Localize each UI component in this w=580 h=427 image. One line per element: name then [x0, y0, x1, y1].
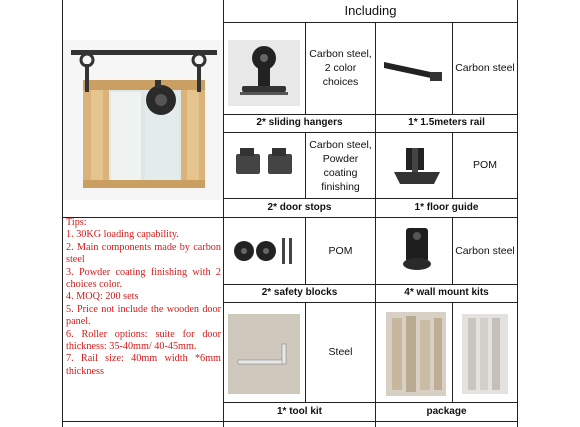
grid-line	[62, 421, 518, 422]
rail-photo	[380, 48, 448, 92]
tip-item: 3. Powder coating finishing with 2 choic…	[66, 266, 221, 291]
tip-item: 6. Roller options: suite for door thickn…	[66, 328, 221, 353]
grid-line	[223, 132, 518, 133]
item-caption: 2* safety blocks	[261, 287, 338, 298]
grid-line	[305, 22, 306, 114]
tip-item: 2. Main components made by carbon steel	[66, 241, 221, 266]
material-text: Carbon steel	[455, 245, 515, 257]
grid-line	[223, 198, 518, 199]
material-text: POM	[328, 245, 353, 257]
grid-line	[305, 218, 306, 284]
grid-line	[452, 218, 453, 284]
tips-heading: Tips:	[66, 217, 87, 228]
grid-line	[517, 0, 518, 427]
package-photo	[386, 312, 446, 396]
grid-line	[305, 302, 306, 402]
door-stop-photo	[234, 144, 298, 178]
tip-item: 4. MOQ: 200 sets	[66, 291, 139, 303]
grid-line	[223, 284, 518, 285]
tip-item: 5. Price not include the wooden door pan…	[66, 303, 221, 328]
grid-line	[223, 0, 224, 427]
package-photo	[462, 314, 508, 394]
safety-block-photo	[232, 234, 298, 268]
tip-item: 7. Rail size: 40mm width *6mm thickness	[66, 353, 221, 377]
grid-line	[375, 22, 376, 427]
item-caption: 2* door stops	[267, 201, 332, 213]
wall-mount-kit-photo	[388, 226, 446, 274]
material-text: Steel	[328, 346, 353, 358]
tool-kit-photo	[228, 314, 300, 394]
item-caption: package	[426, 405, 467, 417]
grid-line	[62, 217, 518, 218]
item-caption: 1* tool kit	[276, 405, 322, 417]
grid-line	[452, 132, 453, 198]
grid-line	[223, 302, 518, 303]
grid-line	[62, 0, 63, 427]
material-text: Carbon steel	[455, 62, 515, 74]
tips-list: Tips: 1. 30KG loading capability. 2. Mai…	[66, 217, 221, 378]
item-caption: 1* 1.5meters rail	[408, 117, 485, 128]
tip-item: 1. 30KG loading capability.	[66, 229, 179, 241]
grid-line	[305, 132, 306, 198]
grid-line	[223, 114, 518, 115]
item-caption: 1* floor guide	[414, 201, 479, 213]
grid-line	[452, 302, 453, 402]
barn-door-photo	[63, 40, 223, 200]
grid-line	[223, 22, 518, 23]
grid-line	[452, 22, 453, 114]
page-title: Including	[344, 3, 397, 18]
floor-guide-photo	[390, 144, 444, 188]
material-text: Carbon steel, Powder coating finishing	[309, 139, 372, 193]
grid-line	[223, 402, 518, 403]
material-text: POM	[473, 159, 497, 171]
sliding-hanger-photo	[228, 40, 300, 106]
item-caption: 2* sliding hangers	[256, 117, 343, 128]
material-text: Carbon steel, 2 color choices	[309, 48, 372, 88]
item-caption: 4* wall mount kits	[404, 287, 489, 298]
